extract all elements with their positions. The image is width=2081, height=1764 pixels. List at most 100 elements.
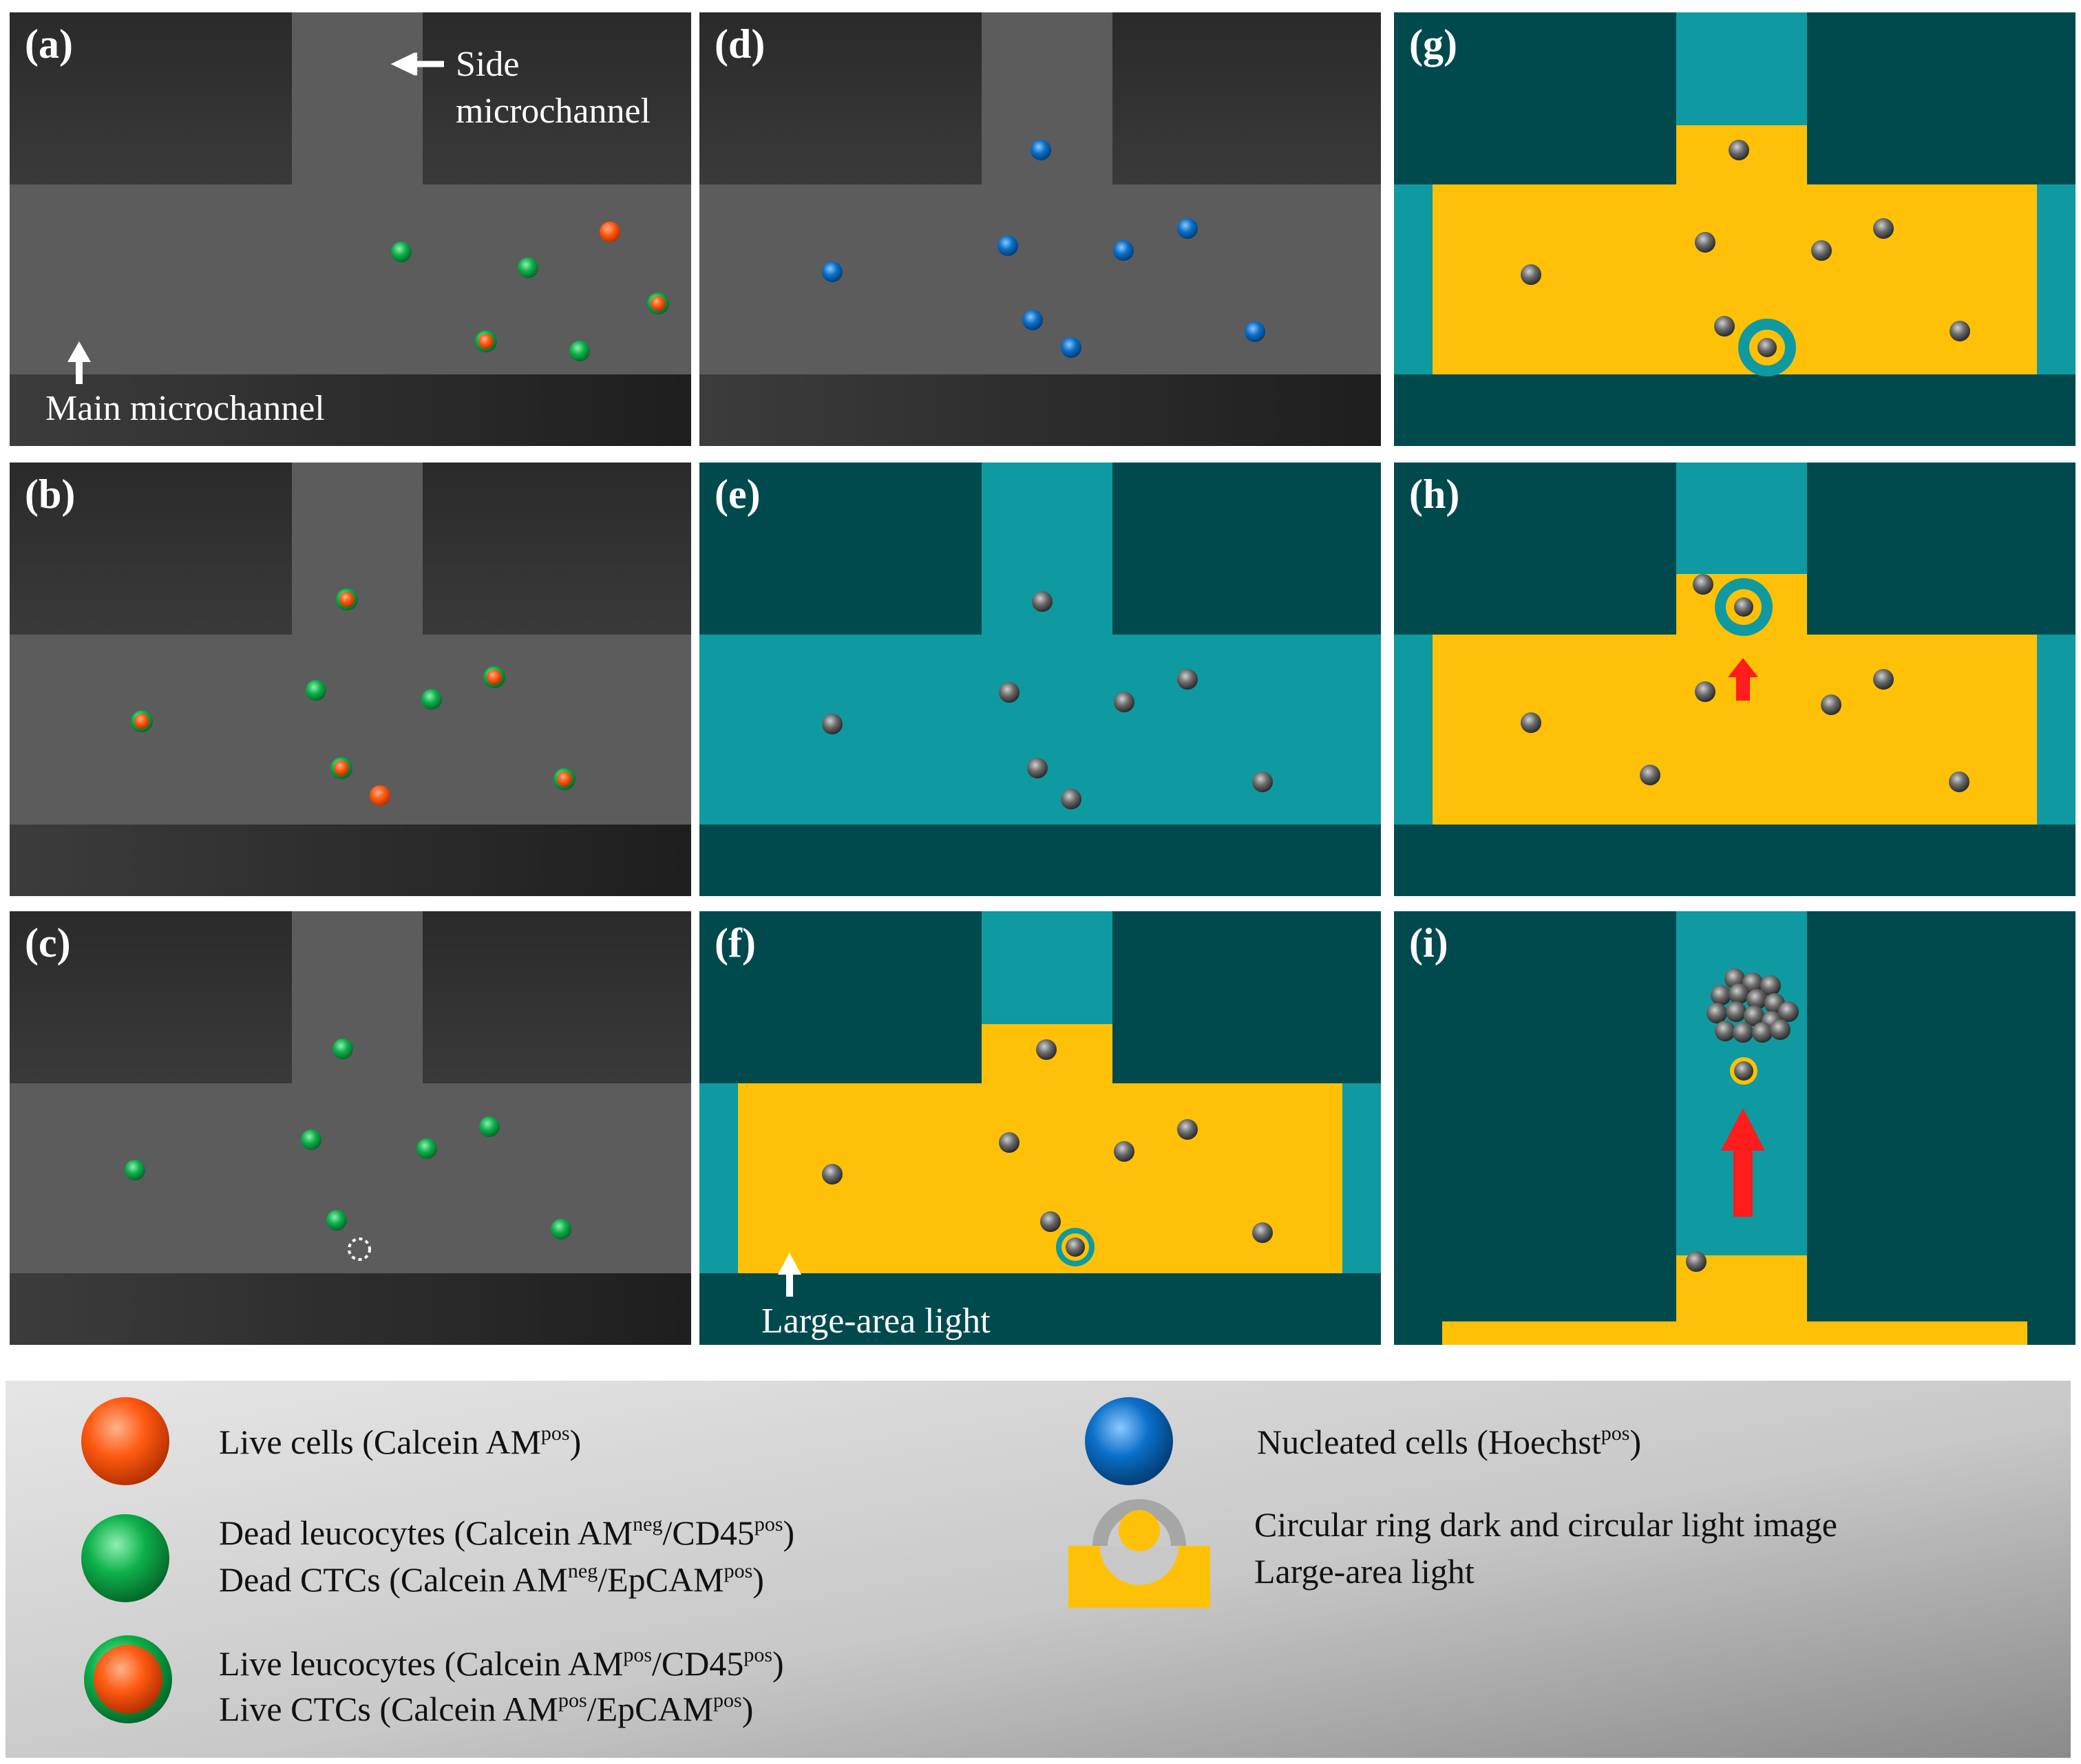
- cluster-cell: [1770, 1019, 1790, 1040]
- illuminated-region: [1433, 574, 2037, 825]
- large-area-label: Large-area light: [761, 1301, 991, 1341]
- legend-live-cell-icon: [81, 1397, 169, 1485]
- right-wall: [1807, 12, 2075, 184]
- cluster-cell: [1707, 1003, 1727, 1023]
- cell-gray: [999, 1132, 1020, 1153]
- cell-ringed: [1056, 1228, 1095, 1266]
- cell-gray: [1714, 316, 1735, 337]
- cell-gray: [1036, 1039, 1057, 1060]
- legend: Live cells (Calcein AMpos) Dead leucocyt…: [6, 1381, 2071, 1758]
- panel-a: (a): [10, 12, 691, 446]
- cell-gray: [1521, 712, 1541, 733]
- bottom-wall: [10, 1273, 691, 1345]
- cell-gray: [1177, 1119, 1198, 1140]
- cell-blue: [1245, 321, 1265, 342]
- move-arrow-i: [1721, 1108, 1765, 1217]
- legend-live-leucocytes-text: Live leucocytes (Calcein AMpos/CD45pos): [219, 1644, 784, 1683]
- cell-green-orange: [647, 293, 669, 315]
- cell-gray: [1032, 591, 1053, 612]
- legend-dead-ctcs-text: Dead CTCs (Calcein AMneg/EpCAMpos): [219, 1560, 764, 1599]
- right-wall: [1112, 12, 1381, 184]
- panel-g: (g): [1394, 12, 2075, 446]
- cell-orange: [600, 222, 620, 242]
- cell-green-orange: [336, 588, 358, 610]
- cluster-cell: [1711, 985, 1731, 1006]
- cell-green: [479, 1116, 500, 1137]
- cell-cluster: [1707, 968, 1799, 1043]
- legend-ring-text-2: Large-area light: [1254, 1552, 1475, 1591]
- left-wall: [1394, 911, 1676, 1345]
- cell-blue: [1031, 140, 1051, 160]
- cell-gray: [1252, 772, 1273, 792]
- cluster-cell: [1746, 989, 1767, 1010]
- legend-nucleated-cell-icon: [1085, 1397, 1173, 1485]
- panel-label-d: (d): [715, 21, 765, 67]
- cell-gray: [1177, 669, 1198, 690]
- cluster-cell: [1729, 984, 1749, 1004]
- right-wall: [423, 12, 691, 184]
- legend-live-ring-cell-icon: [84, 1635, 172, 1723]
- left-wall: [10, 463, 292, 635]
- cell-green-orange: [131, 710, 153, 732]
- cell-green: [306, 680, 326, 701]
- cluster-cell: [1715, 1021, 1735, 1041]
- panel-label-a: (a): [25, 21, 73, 67]
- panel-label-e: (e): [715, 471, 761, 517]
- cell-blue: [1061, 337, 1081, 358]
- cell-ringed: [1738, 319, 1796, 376]
- left-wall: [1394, 463, 1676, 635]
- main-label: Main microchannel: [45, 389, 325, 428]
- cell-gray: [1114, 692, 1134, 712]
- panel-c: (c): [10, 911, 691, 1345]
- cell-green-orange: [553, 768, 575, 790]
- cell-green: [518, 257, 538, 278]
- left-wall: [1394, 12, 1676, 184]
- cell-green-orange: [483, 666, 505, 688]
- right-wall: [1807, 911, 2075, 1345]
- cell-gray: [1693, 574, 1713, 595]
- right-wall: [1112, 911, 1381, 1083]
- legend-ring-text-1: Circular ring dark and circular light im…: [1254, 1505, 1837, 1544]
- side-arrowhead: [395, 52, 417, 76]
- cell-gray: [822, 714, 843, 734]
- large-area-arrow-icon: [778, 1253, 801, 1275]
- cluster-cell: [1733, 1022, 1753, 1043]
- panel-f: (f): [699, 911, 1381, 1345]
- main-arrow-icon: [67, 341, 91, 362]
- panel-label-i: (i): [1409, 920, 1448, 966]
- cell-gray: [1521, 264, 1541, 285]
- cell-ringed: [1715, 578, 1773, 636]
- left-wall: [699, 12, 982, 184]
- panel-e: (e): [699, 463, 1381, 896]
- cell-green: [332, 1039, 353, 1059]
- right-wall: [423, 463, 691, 635]
- cell-green: [551, 1219, 571, 1240]
- legend-ring-light-icon: [1068, 1499, 1210, 1608]
- cell-orange: [370, 785, 390, 806]
- side-microchannel-annotation: Side microchannel: [390, 45, 651, 131]
- bottom-wall: [699, 1273, 1381, 1345]
- cell-gray: [999, 682, 1020, 703]
- bottom-wall: [10, 825, 691, 896]
- cell-gray: [1040, 1211, 1061, 1232]
- cell-gray: [1027, 758, 1048, 778]
- illuminated-region: [1433, 125, 2037, 374]
- bottom-wall: [1394, 374, 2075, 446]
- right-wall: [423, 911, 691, 1083]
- move-arrow-i-shaft: [1733, 1148, 1753, 1217]
- legend-live-text: Live cells (Calcein AMpos): [219, 1422, 581, 1461]
- move-arrow-i-head: [1721, 1108, 1765, 1151]
- cluster-cell: [1760, 975, 1781, 996]
- move-arrow-h-head: [1728, 658, 1758, 677]
- cell-green: [125, 1160, 145, 1180]
- cell-gray: [1061, 789, 1081, 809]
- large-area-annotation: Large-area light: [761, 1253, 991, 1341]
- panel-label-g: (g): [1409, 21, 1457, 67]
- cell-gray: [1640, 765, 1660, 785]
- cell-gray: [1873, 669, 1894, 690]
- cell-blue: [997, 235, 1018, 256]
- cell-gray: [1949, 772, 1969, 792]
- legend-dead-cell-icon: [81, 1514, 169, 1602]
